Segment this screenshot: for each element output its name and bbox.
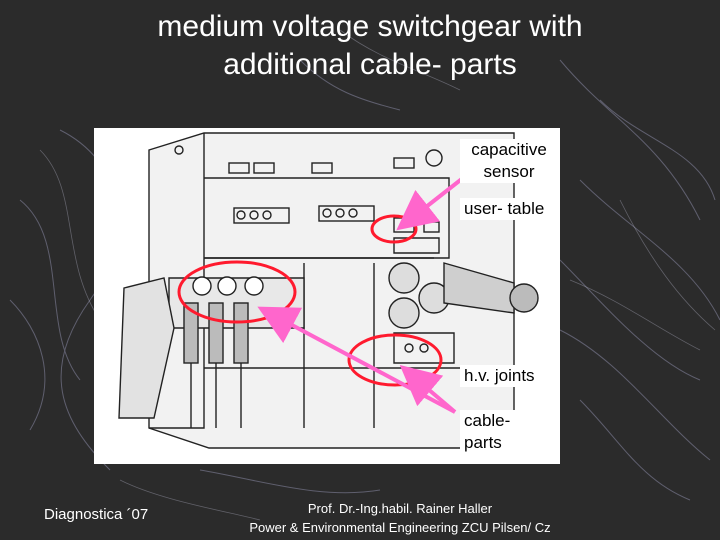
footer-author: Prof. Dr.-Ing.habil. Rainer Haller Power… (205, 499, 595, 537)
footer-author-line-1: Prof. Dr.-Ing.habil. Rainer Haller (205, 499, 595, 518)
hv-joints-label: h.v. joints (460, 365, 539, 387)
cable-parts-label: cable- parts (460, 410, 528, 454)
footer-conference: Diagnostica ´07 (44, 506, 148, 523)
title-line-2: additional cable- parts (0, 46, 720, 84)
cable-parts-line-1: cable- (464, 410, 524, 432)
slide-title: medium voltage switchgear with additiona… (0, 8, 720, 84)
capacitive-sensor-line-2: sensor (464, 161, 554, 183)
capacitive-sensor-line-1: capacitive (464, 139, 554, 161)
capacitive-sensor-label: capacitive sensor (460, 139, 558, 183)
footer-author-line-2: Power & Environmental Engineering ZCU Pi… (205, 518, 595, 537)
title-line-1: medium voltage switchgear with (0, 8, 720, 46)
user-table-label: user- table (460, 198, 548, 220)
cable-parts-line-2: parts (464, 432, 524, 454)
